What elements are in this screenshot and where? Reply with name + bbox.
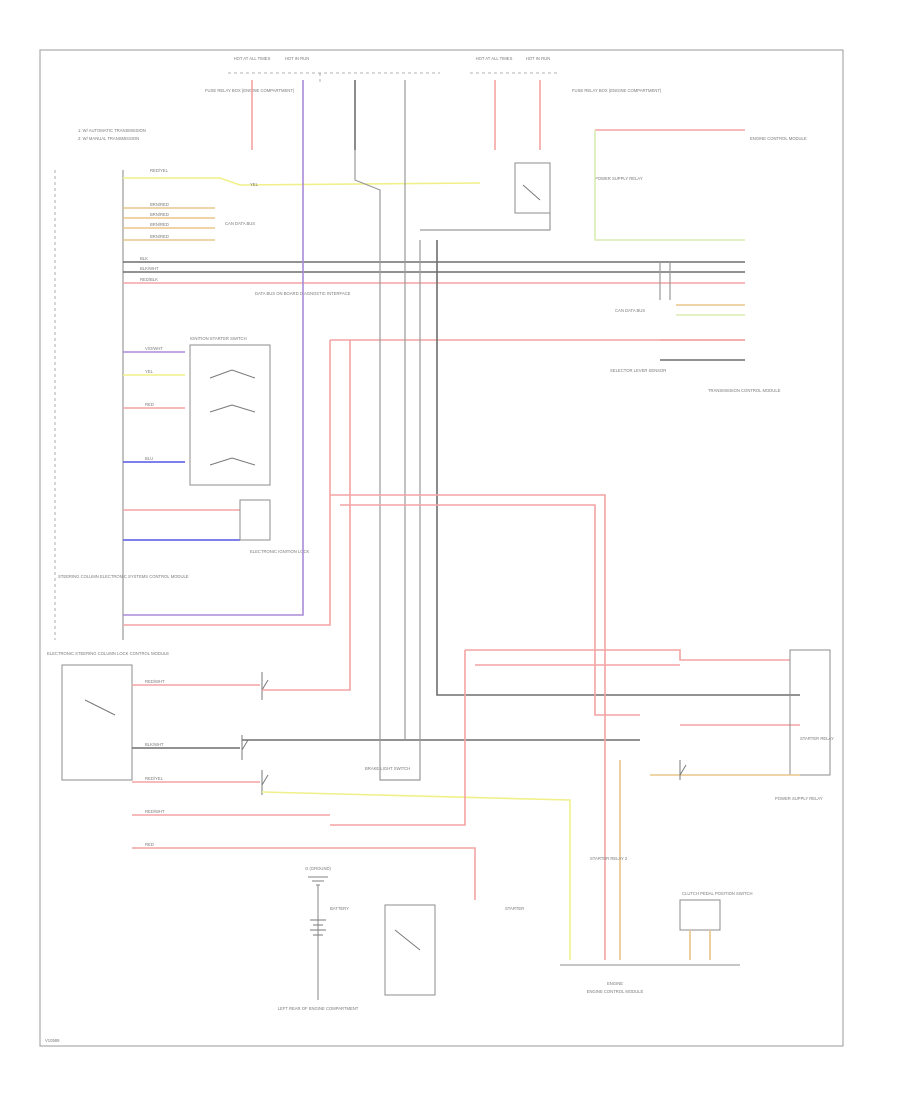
wire-label-yel-ign: YEL [145,369,154,374]
label-power-supply-relay-top: POWER SUPPLY RELAY [595,176,643,181]
label-selector-lever: SELECTOR LEVER SENSOR [610,368,666,373]
label-ecm-top: ENGINE CONTROL MODULE [750,136,807,141]
figure-id: V10589 [45,1038,60,1043]
wire-clutch [689,930,711,960]
wire-label-blk-1: BLK [140,256,148,261]
note-2: 2: W/ MANUAL TRANSMISSION [78,136,139,141]
wire-gray-vertical-2 [354,150,421,781]
wire-label-red-ign: RED [145,402,154,407]
wire-lgreen-top-right [594,130,745,241]
wire-red-right-1 [465,649,790,661]
steering-lock-switch [84,699,116,716]
wire-bundle-left-upper [123,207,215,241]
label-power-supply-relay-2: POWER SUPPLY RELAY [775,796,823,801]
wire-label-red-lk1: RED/WHT [145,679,165,684]
wire-label-blk-wht: BLK/WHT [140,266,159,271]
wire-label-blu-ign: BLU [145,456,153,461]
wire-red-down [330,650,466,826]
diagram-frame [39,49,844,1047]
ignition-switch-box [189,344,271,486]
wire-label-vio: VIO/WHT [145,346,163,351]
label-starter-relay-2: STARTER RELAY 2 [590,856,628,861]
wire-label-red-lk2: RED/YEL [145,776,164,781]
label-transmission-control: TRANSMISSION CONTROL MODULE [708,388,781,393]
label-starter-relay: STARTER RELAY [800,736,834,741]
ign-switch-2 [209,404,256,413]
wire-red-long-1 [123,340,331,626]
wire-label-brn-red-2: BRN/RED [150,212,169,217]
ign-switch-3 [209,457,256,466]
label-ground: G (GROUND) [305,866,331,871]
label-fuse-block-left: FUSE RELAY BOX (ENGINE COMPARTMENT) [205,88,295,93]
relay-mid-2 [241,735,249,760]
wire-label-brn-red-1: BRN/RED [150,202,169,207]
relay-mid-3 [261,770,269,795]
battery-symbol [310,919,326,936]
label-can-bus-right: CAN DATA BUS [615,308,645,313]
wire-bundle-right [659,262,745,361]
label-hot-in-run-2: HOT IN RUN [526,56,550,61]
fuse-group-top [251,80,541,150]
label-hot-in-run-1: HOT IN RUN [285,56,309,61]
wire-red-lock-4 [132,847,476,900]
wire-label-blk-lk: BLK/WHT [145,742,164,747]
wire-purple-long [123,150,304,616]
label-steering-lock: ELECTRONIC STEERING COLUMN LOCK CONTROL … [47,651,169,656]
wire-black-vertical [436,240,800,696]
note-1: 1: W/ AUTOMATIC TRANSMISSION [78,128,146,133]
label-starter: STARTER [505,906,524,911]
ign-switch-1 [209,369,256,379]
wire-label-red-blk: RED/BLK [140,277,158,282]
power-supply-relay-top [514,162,551,214]
label-brake-light: BRAKE LIGHT SWITCH [365,766,410,771]
label-fuse-block-right: FUSE RELAY BOX (ENGINE COMPARTMENT) [572,88,662,93]
relay-switch-top [522,184,541,201]
steering-lock-box [61,664,133,781]
starter-switch [394,929,421,951]
label-left-rear: LEFT REAR OF ENGINE COMPARTMENT [278,1006,359,1011]
label-battery: BATTERY [330,906,349,911]
wire-label-red-yel: RED/YEL [150,168,169,173]
electronic-ignition-lock [239,499,271,541]
relay-right-bottom [679,760,687,780]
starter-box [384,904,436,996]
label-hot-all-times-2: HOT AT ALL TIMES [476,56,513,61]
wire-label-yel-top: YEL [250,182,259,187]
label-electronic-lock: ELECTRONIC IGNITION LOCK [250,549,310,554]
ground-symbol [308,876,328,886]
wire-label-red-lk4: RED [145,842,154,847]
wire-yellow-top [123,177,481,186]
starter-relay-box [789,649,831,776]
wire-label-red-lk3: RED/WHT [145,809,165,814]
label-hot-all-times-1: HOT AT ALL TIMES [234,56,271,61]
label-clutch: CLUTCH PEDAL POSITION SWITCH [682,891,753,896]
wire-label-brn-red-3: BRN/RED [150,222,169,227]
wire-label-brn-red-4: BRN/RED [150,234,169,239]
wire-red-loop-2 [340,504,640,716]
relay-mid-1 [261,672,269,700]
label-steering-column: STEERING COLUMN ELECTRONIC SYSTEMS CONTR… [58,574,189,579]
label-ignition-switch: IGNITION STARTER SWITCH [190,336,247,341]
label-ecm-bottom: ENGINE CONTROL MODULE [587,989,644,994]
wire-red-mid [262,340,351,691]
label-can-bus: CAN DATA BUS [225,221,255,226]
wire-red-loop-1 [330,494,606,960]
wire-black-relay [420,213,551,231]
label-engine: ENGINE [607,981,623,986]
wire-yel-mid [261,791,571,960]
clutch-switch [679,899,721,931]
